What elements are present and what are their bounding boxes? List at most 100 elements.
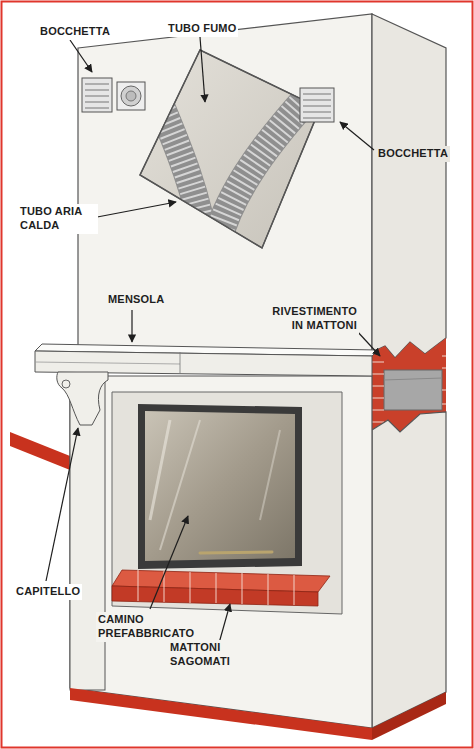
vent-grille: [82, 78, 334, 122]
lower-front: [70, 376, 372, 728]
label-anchor: MENSOLA: [106, 292, 166, 308]
brick-cladding-part: [372, 386, 384, 387]
hood-front: [78, 14, 372, 352]
brick-cladding-part: [442, 356, 446, 357]
vent-grille-part: [121, 86, 141, 106]
vent-grille-part: [85, 90, 109, 91]
shaped-bricks-part: [216, 573, 217, 603]
lower-side: [372, 412, 446, 728]
cutaway-hole-part-part: [215, 95, 310, 250]
hood-side-part: [372, 14, 446, 358]
part-label: TUBO FUMO: [166, 21, 238, 37]
vent-grille-part: [85, 108, 109, 109]
cutaway-hole-part: [140, 50, 320, 248]
vent-grille-part: [82, 78, 112, 112]
skirting: [70, 688, 446, 740]
vent-grille-part: [303, 100, 331, 101]
brick-cladding-part: [372, 410, 384, 411]
brick-cladding-part: [372, 398, 384, 399]
hood-front-part: [78, 14, 372, 352]
glass-door: [138, 404, 302, 569]
brick-cladding-part: [384, 370, 442, 410]
vent-grille-part: [300, 88, 334, 122]
label-anchor: TUBO FUMO: [166, 21, 238, 37]
label-anchor: RIVESTIMENTO IN MATTONI: [256, 304, 359, 334]
shaped-bricks: [112, 570, 330, 606]
vent-grille-part: [85, 84, 109, 85]
shaped-bricks-part: [112, 586, 318, 606]
leader-lines-part: [356, 330, 380, 356]
lower-side-part: [372, 412, 446, 728]
shaped-bricks-part: [268, 574, 269, 605]
brick-cladding-part: [442, 404, 446, 405]
label-anchor: BOCCHETTA: [38, 24, 112, 40]
part-label: CAMINO PREFABBRICATO: [96, 612, 204, 642]
vent-grille-part: [85, 102, 109, 103]
wall-baseboard: [10, 432, 70, 470]
fireplace-recess: [112, 392, 342, 614]
brick-cladding-part: [442, 390, 446, 391]
capital-corbel-part: [62, 380, 70, 388]
mantel-shelf: [35, 344, 378, 376]
leader-lines-part: [92, 202, 176, 218]
glass-door-part: [150, 420, 170, 520]
vent-grille-part: [303, 106, 331, 107]
part-label: MATTONI SAGOMATI: [168, 640, 254, 670]
part-label: MENSOLA: [106, 292, 166, 308]
leader-lines-part: [150, 516, 188, 609]
glass-door-part: [200, 552, 272, 553]
leader-lines-part: [131, 310, 132, 342]
label-anchor: CAPITELLO: [14, 584, 82, 600]
mantel-shelf-part: [180, 352, 181, 374]
mantel-shelf-part: [35, 362, 180, 364]
brick-cladding-part: [384, 378, 442, 380]
glass-door-part: [138, 404, 302, 569]
label-anchor: TUBO ARIA CALDA: [18, 204, 98, 234]
glass-door-part: [160, 420, 200, 550]
cutaway-hole: [140, 50, 320, 250]
shaped-bricks-part: [190, 572, 191, 603]
glass-door-part: [260, 430, 280, 520]
vent-grille-part: [303, 112, 331, 113]
lower-front-part: [70, 376, 372, 728]
brick-cladding-part: [372, 422, 384, 423]
vent-grille-part: [117, 82, 145, 110]
cutaway-hole-part-part: [215, 95, 310, 250]
skirting-part: [70, 688, 372, 740]
part-label: CAPITELLO: [14, 584, 82, 600]
leader-lines-part: [200, 37, 205, 102]
part-label: TUBO ARIA CALDA: [18, 204, 98, 234]
part-label: BOCCHETTA: [376, 146, 450, 162]
leader-lines-part: [70, 40, 92, 72]
part-label: BOCCHETTA: [38, 24, 112, 40]
leader-lines: [46, 37, 380, 668]
vent-grille-part: [126, 91, 136, 101]
brick-cladding-part: [442, 368, 446, 369]
vent-grille-part: [303, 118, 331, 119]
cutaway-hole-part-part: [150, 80, 205, 250]
label-anchor: BOCCHETTA: [376, 146, 450, 162]
vent-grille-part: [303, 94, 331, 95]
cutaway-hole-part-part: [150, 80, 205, 250]
shaped-bricks-part: [294, 575, 295, 605]
shaped-bricks-part: [242, 573, 243, 604]
fireplace-recess-part: [112, 392, 342, 614]
part-label: RIVESTIMENTO IN MATTONI: [256, 304, 359, 334]
shaped-bricks-part: [138, 570, 139, 601]
leader-lines-part: [46, 428, 78, 581]
label-anchor: MATTONI SAGOMATI: [168, 640, 254, 670]
wall-baseboard-part: [10, 432, 70, 470]
brick-cladding-part: [372, 374, 384, 375]
brick-cladding-part: [372, 362, 384, 363]
capital-corbel: [57, 372, 108, 425]
label-anchor: CAMINO PREFABBRICATO: [96, 612, 204, 642]
skirting-part: [372, 692, 446, 740]
leader-lines-part: [340, 122, 374, 150]
capital-corbel-part: [57, 372, 108, 425]
glass-door-part: [145, 411, 295, 561]
hood-side: [372, 14, 446, 358]
